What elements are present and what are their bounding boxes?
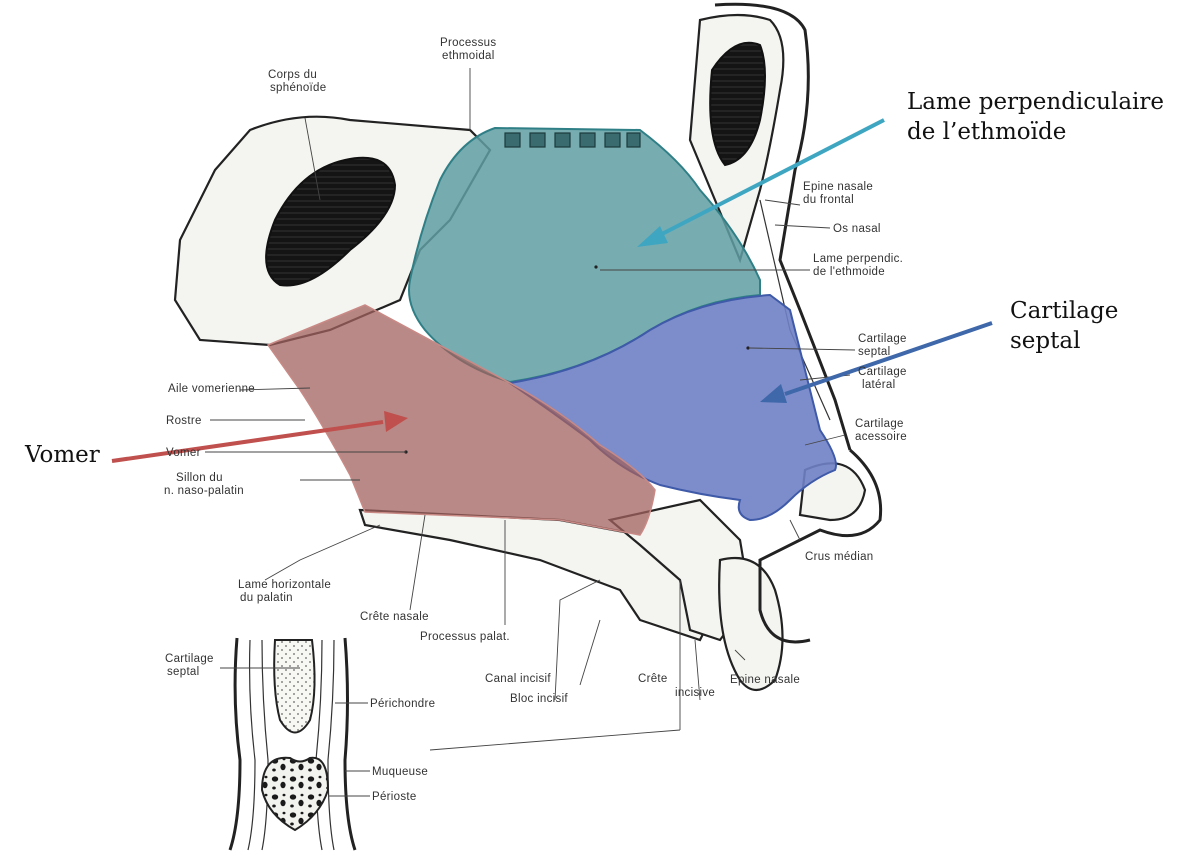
label-crete-nasale: Crête nasale bbox=[360, 611, 429, 623]
label-rostre: Rostre bbox=[166, 415, 202, 427]
label-processus-palat: Processus palat. bbox=[420, 631, 510, 643]
label-sillon-2: n. naso-palatin bbox=[164, 485, 244, 497]
label-epine-nasale: Epine nasale bbox=[730, 674, 800, 686]
callout-cartilage-line1: Cartilage bbox=[1010, 298, 1118, 324]
label-cartilage-septal-1: Cartilage bbox=[858, 333, 907, 345]
label-crete-incisive-2: incisive bbox=[675, 687, 715, 699]
label-cartilage-lateral-2: latéral bbox=[862, 379, 895, 391]
inset-cartilage bbox=[274, 640, 314, 733]
label-epine-frontal-2: du frontal bbox=[803, 194, 854, 206]
label-sillon-1: Sillon du bbox=[176, 472, 223, 484]
label-canal-incisif: Canal incisif bbox=[485, 673, 551, 685]
label-corps-sphenoide-1: Corps du bbox=[268, 69, 317, 81]
label-lame-perpendic-1: Lame perpendic. bbox=[813, 253, 903, 265]
callout-vomer: Vomer bbox=[24, 442, 100, 468]
label-bloc-incisif: Bloc incisif bbox=[510, 693, 568, 705]
label-inset-cartilage-2: septal bbox=[167, 666, 200, 678]
palate-bone bbox=[360, 500, 783, 690]
label-aile-vomerienne: Aile vomerienne bbox=[168, 383, 255, 395]
label-inset-cartilage-1: Cartilage bbox=[165, 653, 214, 665]
callout-ethmoid-line1: Lame perpendiculaire bbox=[907, 89, 1164, 115]
label-muqueuse: Muqueuse bbox=[372, 766, 428, 778]
label-crus-median: Crus médian bbox=[805, 551, 874, 563]
label-processus-ethmoidal-2: ethmoidal bbox=[442, 50, 495, 62]
label-lame-horizontale-1: Lame horizontale bbox=[238, 579, 331, 591]
callout-cartilage-line2: septal bbox=[1010, 328, 1080, 354]
label-corps-sphenoide-2: sphénoïde bbox=[270, 82, 326, 94]
label-epine-frontal-1: Epine nasale bbox=[803, 181, 873, 193]
inset-cross-section bbox=[230, 638, 355, 850]
label-cartilage-acessoire-1: Cartilage bbox=[855, 418, 904, 430]
label-vomer-small: Vomer bbox=[166, 447, 201, 459]
callout-ethmoid-line2: de l’ethmoïde bbox=[907, 119, 1066, 145]
label-processus-ethmoidal-1: Processus bbox=[440, 37, 496, 49]
label-perioste: Périoste bbox=[372, 791, 417, 803]
label-lame-perpendic-2: de l'ethmoide bbox=[813, 266, 885, 278]
label-os-nasal: Os nasal bbox=[833, 223, 881, 235]
label-cartilage-septal-2: septal bbox=[858, 346, 891, 358]
label-perichondre: Périchondre bbox=[370, 698, 435, 710]
label-crete-incisive-1: Crête bbox=[638, 673, 668, 685]
label-cartilage-acessoire-2: acessoire bbox=[855, 431, 907, 443]
label-lame-horizontale-2: du palatin bbox=[240, 592, 293, 604]
label-cartilage-lateral-1: Cartilage bbox=[858, 366, 907, 378]
